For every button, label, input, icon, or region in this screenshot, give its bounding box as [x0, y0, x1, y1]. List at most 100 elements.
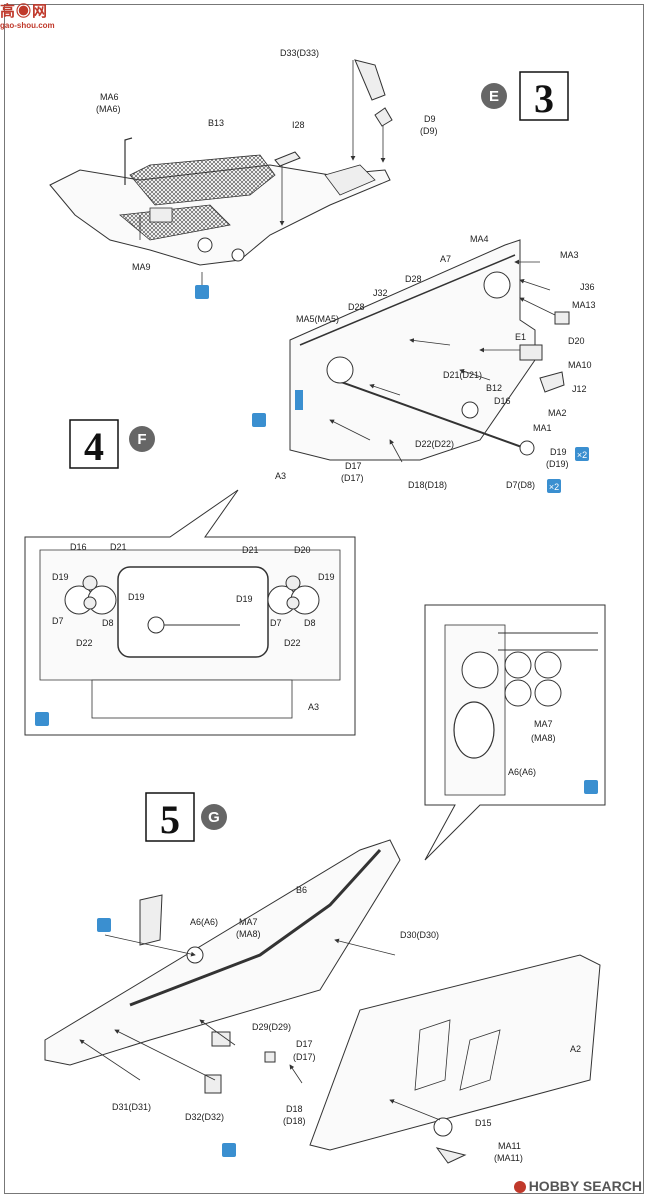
label-d17: D17	[296, 1039, 313, 1049]
label-ma11: MA11	[498, 1141, 521, 1151]
part-d16	[461, 401, 479, 419]
paint-icon	[35, 712, 49, 726]
left-light-cluster	[64, 575, 117, 615]
label-ma9: MA9	[132, 262, 151, 272]
label-d30: D30(D30)	[400, 930, 439, 940]
step3-letter-badge	[481, 83, 507, 109]
lower-rail-ma1	[329, 377, 531, 451]
label-d19: D19	[550, 447, 567, 457]
rear-bracket	[324, 164, 376, 196]
step3-letter: E	[489, 88, 499, 105]
site-watermark: 高◉网 gao-shou.com	[0, 0, 55, 30]
step3-number-box	[519, 71, 569, 121]
watermark-logo-text: 高◉网	[0, 3, 49, 20]
side-plate	[44, 839, 401, 1066]
label-ma10: MA10	[568, 360, 592, 370]
label-d21-left: D21	[110, 542, 127, 552]
label-d9: D9	[424, 114, 436, 124]
brand-text: HOBBY SEARCH	[528, 1178, 642, 1194]
qty-badge-1	[575, 447, 589, 461]
label-a7: A7	[440, 254, 451, 264]
step3-rear-plate-assembly: ×2 ×2 MA4 A7 MA3 D28 J36 J32 MA13 D28 MA…	[252, 234, 596, 493]
rear-door	[117, 566, 269, 658]
light-housing-right	[483, 271, 511, 299]
label-d15: D15	[475, 1118, 492, 1128]
part-ma6	[124, 137, 133, 185]
label-j36: J36	[580, 282, 595, 292]
label-i28: I28	[292, 120, 305, 130]
part-j12	[539, 371, 565, 393]
qty-x2-2: ×2	[549, 482, 559, 492]
inset-light	[461, 651, 499, 689]
watermark-url: gao-shou.com	[0, 21, 55, 30]
inset-detail: MA7 (MA8) A6(A6)	[424, 604, 606, 861]
label-d8-right: D8	[304, 618, 316, 628]
lower-panel-a3	[91, 679, 293, 719]
step5-number: 5	[160, 797, 180, 842]
label-d16: D16	[494, 396, 511, 406]
label-d18: D18	[286, 1104, 303, 1114]
part-light-housing	[139, 894, 163, 946]
step5-number-box	[145, 792, 195, 842]
label-d9-paren: (D9)	[420, 126, 438, 136]
label-b13: B13	[208, 118, 224, 128]
label-d32: D32(D32)	[185, 1112, 224, 1122]
step4-letter-badge	[129, 426, 155, 452]
step5-letter: G	[208, 809, 220, 826]
label-ma3: MA3	[560, 250, 579, 260]
label-d7-right: D7	[270, 618, 282, 628]
label-ma13: MA13	[572, 300, 596, 310]
label-d21: D21(D21)	[443, 370, 482, 380]
label-a2: A2	[570, 1044, 581, 1054]
label-d17-paren: (D17)	[341, 473, 364, 483]
label-d20: D20	[294, 545, 311, 555]
part-d33	[354, 59, 386, 101]
label-d16: D16	[70, 542, 87, 552]
inset-light-cluster-ma7	[504, 651, 562, 707]
step4-number: 4	[84, 424, 104, 469]
upper-rail	[299, 254, 516, 346]
part-d9	[374, 107, 393, 127]
label-d7: D7(D8)	[506, 480, 535, 490]
label-ma5: MA5(MA5)	[296, 314, 339, 324]
inset-label-ma7: MA7	[534, 719, 553, 729]
inset-housing-a6	[453, 701, 495, 759]
label-d18-paren: (D18)	[283, 1116, 306, 1126]
label-a3: A3	[308, 702, 319, 712]
label-e1: E1	[515, 332, 526, 342]
label-d19-left-b: D19	[128, 592, 145, 602]
label-d22-left: D22	[76, 638, 93, 648]
label-d21-right: D21	[242, 545, 259, 555]
part-i28	[274, 151, 301, 167]
label-ma6-paren: (MA6)	[96, 104, 121, 114]
label-b12: B12	[486, 383, 502, 393]
step3-main-assembly: E 3 D33(D33) MA6 (MA6) B13 I28 D9 (D9) M…	[49, 48, 569, 299]
part-ma11	[435, 1147, 467, 1164]
engine-grille-b13	[129, 154, 276, 206]
label-d19-paren: (D19)	[546, 459, 569, 469]
inset-label-a6: A6(A6)	[508, 767, 536, 777]
inset-label-ma8: (MA8)	[531, 733, 556, 743]
step4-number-box	[69, 419, 119, 469]
plate-a2	[309, 954, 601, 1151]
part-d32	[204, 1074, 222, 1094]
label-d17-paren: (D17)	[293, 1052, 316, 1062]
part-d29	[211, 1031, 231, 1047]
label-d8-left: D8	[102, 618, 114, 628]
label-ma6: MA6	[100, 92, 119, 102]
label-d29: D29(D29)	[252, 1022, 291, 1032]
step5-blue-icon	[97, 918, 111, 932]
towing-eye-2	[197, 237, 213, 253]
label-d19-right-a: D19	[318, 572, 335, 582]
qty-badge-2	[547, 479, 561, 493]
part-d17	[264, 1051, 276, 1063]
label-d19-left-a: D19	[52, 572, 69, 582]
label-d28-mid: D28	[348, 302, 365, 312]
label-ma4: MA4	[470, 234, 489, 244]
step5-cement-icon	[222, 1143, 236, 1157]
label-j12: J12	[572, 384, 587, 394]
step3-number: 3	[534, 76, 554, 121]
part-d19	[519, 440, 535, 456]
part-d15	[433, 1117, 453, 1137]
